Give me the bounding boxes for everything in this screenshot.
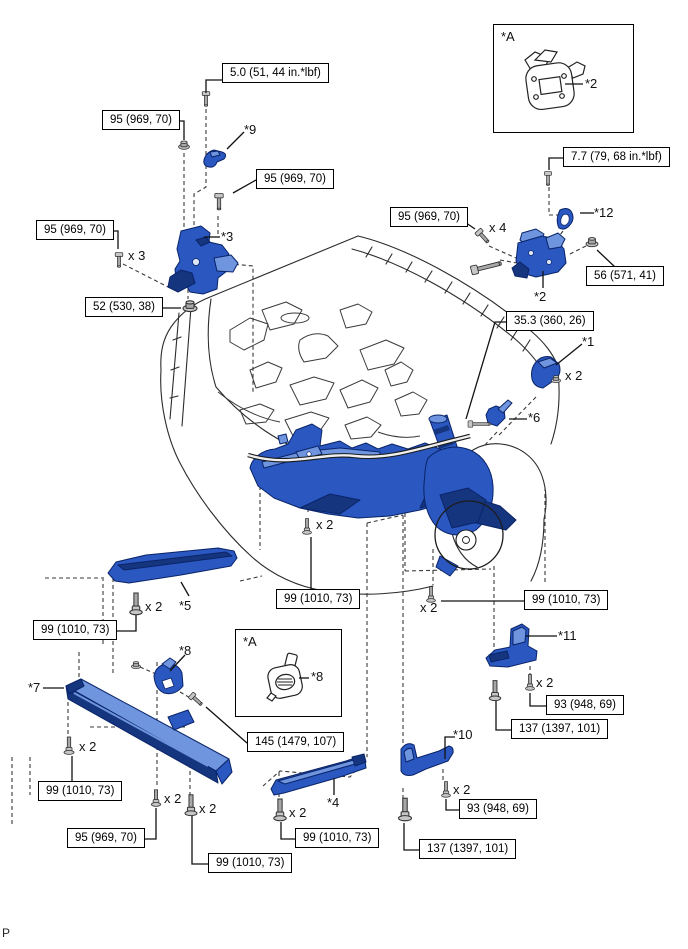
- part-callout: *2: [534, 289, 547, 304]
- nut-icon: [182, 300, 198, 313]
- bolt-icon: [467, 420, 491, 428]
- quantity-callout: x 2: [79, 739, 97, 754]
- torque-spec-label: 95 (969, 70): [36, 220, 115, 240]
- part-callout: *7: [28, 680, 41, 695]
- bolt-icon: [201, 91, 211, 107]
- bolt-icon: [63, 736, 75, 755]
- torque-spec-label: 99 (1010, 73): [208, 853, 293, 873]
- inset-label: *A: [501, 29, 515, 44]
- bracket-part-9: [203, 149, 227, 168]
- torque-spec-label: 93 (948, 69): [459, 799, 538, 819]
- part-callout: *4: [327, 795, 340, 810]
- quantity-callout: x 2: [289, 805, 307, 820]
- part-callout: *9: [244, 122, 257, 137]
- part-callout: *8: [179, 643, 192, 658]
- torque-spec-label: 99 (1010, 73): [524, 590, 609, 610]
- quantity-callout: x 2: [199, 801, 217, 816]
- page-marker: P: [2, 926, 11, 940]
- stabilizer-bar: [247, 433, 471, 463]
- front-suspension-crossmember: [249, 414, 517, 577]
- torque-spec-label: 5.0 (51, 44 in.*lbf): [222, 63, 329, 83]
- part-callout: *10: [453, 727, 473, 742]
- nut-icon: [131, 661, 141, 669]
- bolt-icon: [488, 680, 502, 702]
- torque-spec-label: 137 (1397, 101): [511, 719, 609, 739]
- bolt-icon: [114, 252, 124, 268]
- torque-spec-label: 35.3 (360, 26): [506, 311, 594, 331]
- quantity-callout: x 2: [565, 368, 583, 383]
- crossmember-part-7: [65, 678, 233, 785]
- part-callout: *3: [221, 229, 234, 244]
- quantity-callout: x 2: [536, 675, 554, 690]
- torque-spec-label: 99 (1010, 73): [276, 589, 361, 609]
- bracket-part-6: [485, 399, 513, 427]
- part-callout: *5: [179, 598, 192, 613]
- bolt-icon: [184, 794, 198, 817]
- bolt-icon: [544, 171, 552, 186]
- inset-label: *A: [243, 634, 257, 649]
- detail-inset-a-top: *A: [493, 24, 634, 133]
- bolt-icon: [187, 691, 205, 708]
- part-callout: *1: [582, 334, 595, 349]
- bolt-icon: [129, 592, 143, 616]
- part-callout: *2: [585, 76, 598, 91]
- torque-spec-label: 93 (948, 69): [546, 695, 625, 715]
- quantity-callout: x 2: [316, 517, 334, 532]
- brake-disc: [434, 500, 504, 570]
- torque-spec-label: 99 (1010, 73): [38, 781, 123, 801]
- quantity-callout: x 3: [128, 248, 146, 263]
- quantity-callout: x 2: [164, 791, 182, 806]
- bolt-icon: [302, 518, 312, 535]
- torque-spec-label: 56 (571, 41): [586, 266, 665, 286]
- torque-spec-label: 95 (969, 70): [256, 169, 335, 189]
- nut-icon: [585, 237, 599, 248]
- engine-mount-part-2: [511, 228, 567, 279]
- torque-spec-label: 137 (1397, 101): [419, 839, 517, 859]
- torque-spec-label: 95 (969, 70): [390, 207, 469, 227]
- torque-spec-label: 52 (530, 38): [85, 297, 164, 317]
- quantity-callout: x 2: [145, 599, 163, 614]
- part-callout: *6: [528, 410, 541, 425]
- bolt-icon: [525, 674, 535, 691]
- detail-inset-a-bottom: *A: [235, 629, 342, 717]
- torque-spec-label: 99 (1010, 73): [295, 828, 380, 848]
- inset-a-top-part: [524, 49, 586, 111]
- bolt-icon: [273, 798, 287, 822]
- part-callout: *11: [558, 628, 577, 643]
- brace-part-10: [400, 743, 454, 776]
- brace-part-5: [107, 547, 238, 584]
- engine-mount-part-3: [167, 225, 239, 295]
- clamp-part-12: [556, 208, 574, 230]
- part-callout: *8: [311, 669, 324, 684]
- torque-spec-label: 7.7 (79, 68 in.*lbf): [563, 147, 670, 167]
- brace-part-4: [270, 753, 367, 796]
- leader-lines: [43, 79, 616, 865]
- bolt-icon: [441, 781, 451, 798]
- torque-spec-label: 99 (1010, 73): [33, 620, 118, 640]
- torque-spec-label: 145 (1479, 107): [247, 732, 345, 752]
- quantity-callout: x 2: [420, 600, 438, 615]
- torque-spec-label: 95 (969, 70): [102, 110, 181, 130]
- nut-icon: [178, 140, 190, 150]
- quantity-callout: x 4: [489, 220, 507, 235]
- part-callout: *12: [594, 205, 614, 220]
- torque-spec-label: 95 (969, 70): [67, 828, 146, 848]
- bolt-icon: [397, 797, 413, 822]
- bolt-icon: [469, 258, 503, 276]
- bracket-part-11: [485, 623, 538, 668]
- mount-part-8: [153, 657, 184, 695]
- bolt-icon: [150, 789, 162, 807]
- bolt-icon: [214, 193, 224, 211]
- quantity-callout: x 2: [453, 782, 471, 797]
- engine-detail-lines: [217, 301, 428, 440]
